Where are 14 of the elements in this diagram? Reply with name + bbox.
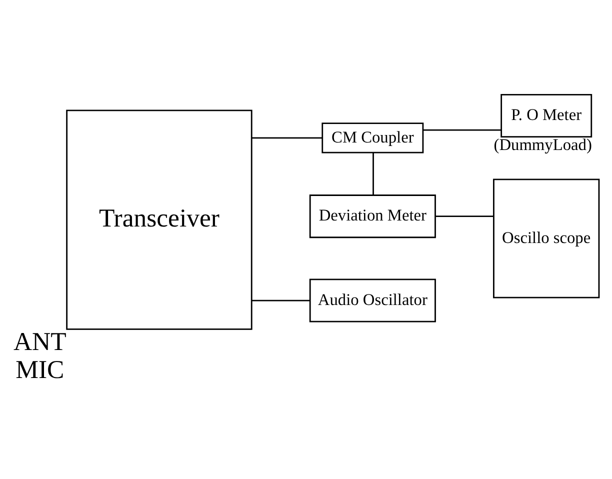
node-box: Deviation Meter (309, 194, 436, 238)
connector (435, 215, 494, 217)
connector (372, 152, 374, 195)
node-label: (DummyLoad) (494, 134, 592, 154)
node-box: Oscillo scope (493, 178, 600, 298)
node-box: P. O Meter (500, 93, 592, 137)
node-label: ANT (13, 326, 66, 356)
connector (252, 299, 310, 301)
node-label: MIC (16, 354, 64, 384)
node-box: CM Coupler (322, 122, 424, 153)
node-box: Audio Oscillator (309, 278, 436, 322)
connector (252, 136, 322, 138)
connector (423, 128, 502, 130)
node-box: Transceiver (66, 109, 252, 330)
